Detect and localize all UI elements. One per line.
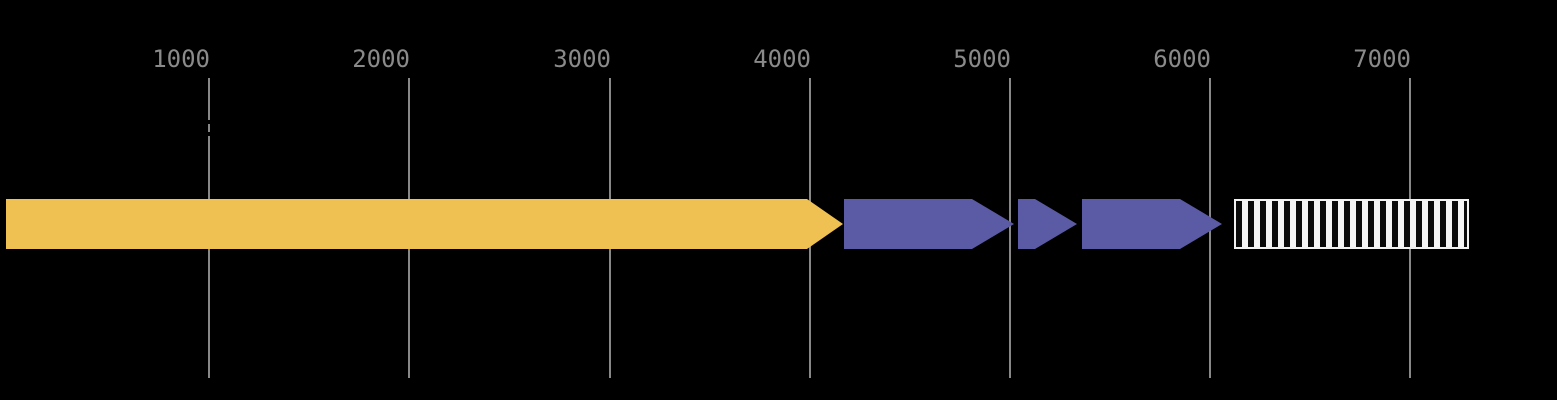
- gridline: [208, 124, 210, 132]
- gene-feature-feature-4[interactable]: [1082, 199, 1222, 249]
- axis-tick-label: 5000: [953, 45, 1011, 73]
- axis-tick-label: 4000: [753, 45, 811, 73]
- gridline: [208, 136, 210, 378]
- axis-tick-label: 7000: [1353, 45, 1411, 73]
- arrow-right-icon: [1018, 199, 1077, 249]
- gene-feature-feature-3[interactable]: [1018, 199, 1077, 249]
- arrow-right-icon: [1082, 199, 1222, 249]
- arrow-right-icon: [844, 199, 1014, 249]
- axis-tick-label: 3000: [553, 45, 611, 73]
- gridline: [208, 78, 210, 120]
- gene-feature-feature-2[interactable]: [844, 199, 1014, 249]
- axis-tick-label: 1000: [152, 45, 210, 73]
- axis-tick-label: 6000: [1153, 45, 1211, 73]
- axis-tick-label: 2000: [352, 45, 410, 73]
- gridline: [1009, 78, 1011, 378]
- gene-feature-feature-1[interactable]: [6, 199, 843, 249]
- arrow-right-icon: [6, 199, 843, 249]
- gene-feature-feature-5[interactable]: [1234, 199, 1469, 249]
